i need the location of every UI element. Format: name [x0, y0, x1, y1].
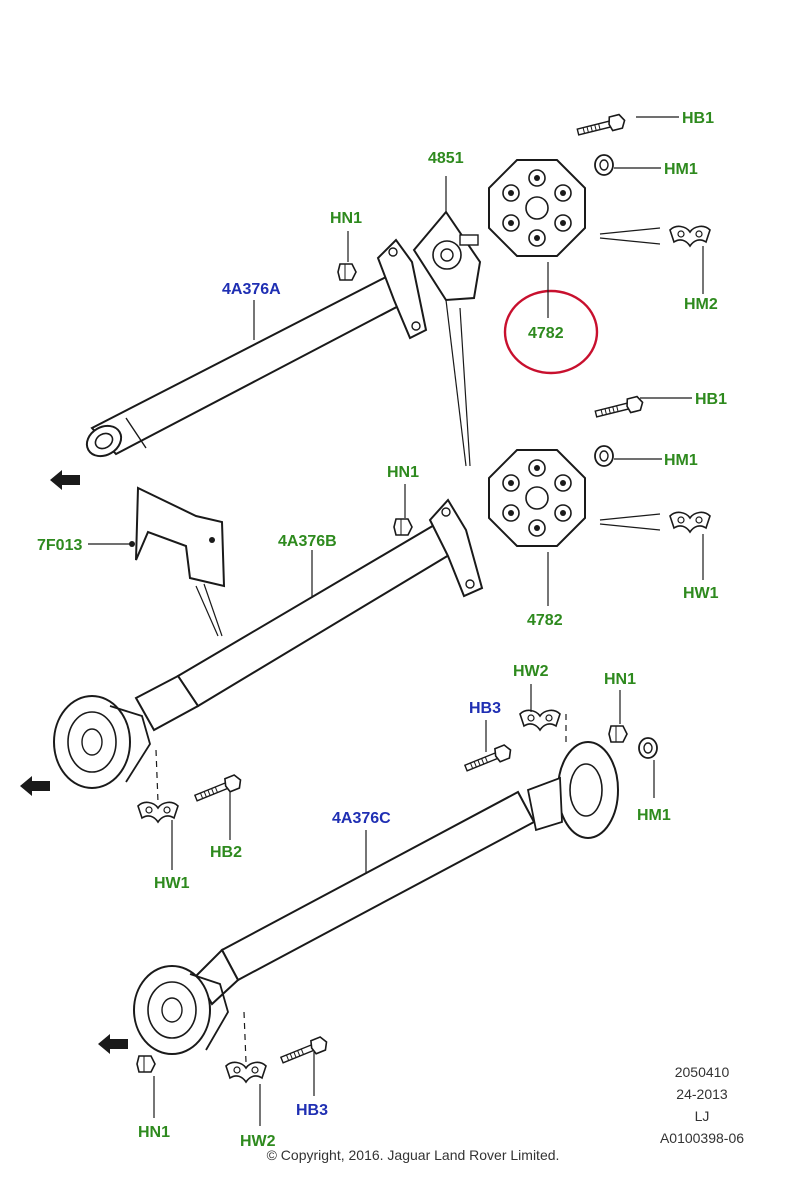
flange-top [376, 238, 428, 340]
nut-hn1-right [608, 725, 628, 743]
callout-7f013: 7F013 [37, 537, 83, 554]
callout-4851: 4851 [428, 150, 464, 167]
bolt-hb3-bottom [278, 1034, 330, 1068]
ref-line-3: LJ [694, 1108, 710, 1124]
callout-4a376b: 4A376B [278, 533, 337, 550]
clip-hw2-top [519, 709, 561, 731]
callout-hb1-top: HB1 [682, 110, 715, 127]
callout-hm1-right: HM1 [637, 807, 671, 824]
bolt-hb3-top [462, 742, 514, 776]
cv-joint-mid [53, 695, 151, 789]
direction-arrow-top [50, 470, 80, 490]
ref-line-4: A0100398-06 [659, 1130, 745, 1146]
washer-hm1-mid [594, 445, 614, 467]
clip-hm2 [669, 225, 711, 247]
flex-coupling-4782-top [488, 159, 586, 257]
callout-hw2-bottom: HW2 [240, 1133, 276, 1150]
centering-plate-4851 [412, 210, 482, 302]
washer-hm1-right [638, 737, 658, 759]
callout-hb2: HB2 [210, 844, 243, 861]
callout-hb3-bottom: HB3 [296, 1102, 329, 1119]
callout-hb3-top: HB3 [469, 700, 502, 717]
leader-lines-bottom [153, 684, 655, 1126]
cv-joint-bottom [133, 965, 229, 1055]
shaft-4a376b [134, 522, 456, 732]
callout-4a376a: 4A376A [222, 281, 281, 298]
flange-mid [428, 498, 484, 598]
ref-line-1: 2050410 [674, 1064, 730, 1080]
callout-hm1-top: HM1 [664, 161, 698, 178]
bolt-hb1-top [575, 112, 628, 140]
leader-lines-mid [88, 397, 704, 870]
highlight-circle [503, 289, 599, 375]
callout-hb1-mid: HB1 [695, 391, 728, 408]
callout-hn1-top: HN1 [330, 210, 363, 227]
clip-hw2-bottom [225, 1061, 267, 1083]
callout-4782-mid: 4782 [527, 612, 563, 629]
heat-shield-7f013 [129, 486, 226, 588]
nut-hn1-top [337, 263, 357, 281]
callout-hw1-low: HW1 [154, 875, 190, 892]
direction-arrow-bottom [98, 1034, 128, 1054]
flange-bottom-right [526, 741, 619, 839]
callout-hn1-mid: HN1 [387, 464, 420, 481]
callout-hw2-top: HW2 [513, 663, 549, 680]
copyright-notice: © Copyright, 2016. Jaguar Land Rover Lim… [266, 1147, 560, 1163]
clip-hw1-mid [669, 511, 711, 533]
direction-arrow-mid [20, 776, 50, 796]
washer-hm1-top [594, 154, 614, 176]
bolt-hb1-mid [593, 394, 646, 422]
hardware-mid-lower [137, 749, 244, 823]
nut-hn1-bottom [136, 1055, 156, 1073]
flex-coupling-4782-mid [488, 449, 586, 547]
leader-lines-top [253, 116, 704, 467]
callout-hm2: HM2 [684, 296, 718, 313]
callout-hw1-mid: HW1 [683, 585, 719, 602]
nut-hn1-mid [393, 518, 413, 536]
shaft-4a376a [85, 275, 412, 458]
callout-hn1-right: HN1 [604, 671, 637, 688]
ref-line-2: 24-2013 [676, 1086, 728, 1102]
callout-4782-top: 4782 [528, 325, 564, 342]
callout-4a376c: 4A376C [332, 810, 391, 827]
callout-hm1-mid: HM1 [664, 452, 698, 469]
callout-hn1-bottom: HN1 [138, 1124, 171, 1141]
